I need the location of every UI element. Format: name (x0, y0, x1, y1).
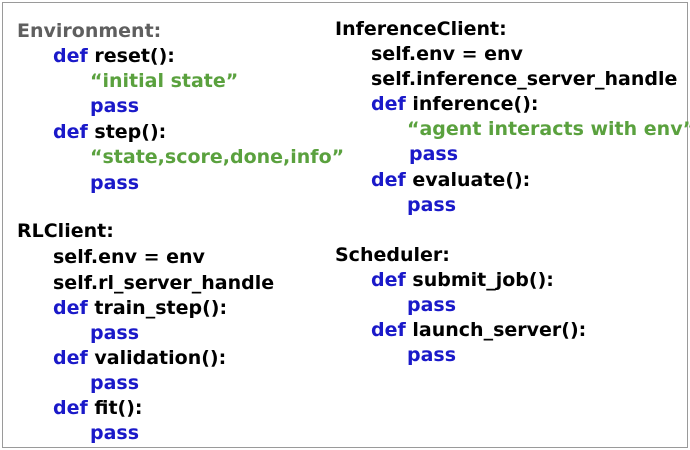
evaluate-pass: pass (407, 194, 457, 216)
step-pass: pass (90, 172, 140, 194)
train-step-pass: pass (90, 322, 140, 344)
reset-pass: pass (90, 95, 140, 117)
def-keyword: def (53, 347, 88, 369)
step-signature: step(): (94, 121, 167, 143)
train-step-method-line: def train_step(): (53, 296, 227, 320)
fit-method-line: def fit(): (53, 396, 143, 420)
rlclient-handle-line: self.rl_server_handle (53, 272, 275, 294)
submit-job-signature: submit_job(): (412, 269, 554, 291)
def-keyword: def (53, 397, 88, 419)
rlclient-env-line: self.env = env (53, 246, 205, 268)
train-step-signature: train_step(): (94, 297, 228, 319)
step-docstring: “state,score,done,info” (90, 146, 345, 168)
step-method-line: def step(): (53, 120, 166, 144)
reset-signature: reset(): (94, 45, 175, 67)
def-keyword: def (371, 93, 406, 115)
inference-method-line: def inference(): (371, 92, 538, 116)
def-keyword: def (53, 45, 88, 67)
evaluate-signature: evaluate(): (412, 169, 531, 191)
launch-server-signature: launch_server(): (412, 319, 587, 341)
reset-docstring: “initial state” (90, 70, 239, 92)
inferenceclient-env-line: self.env = env (371, 43, 523, 65)
submit-job-method-line: def submit_job(): (371, 268, 554, 292)
environment-header: Environment: (17, 20, 162, 42)
inferenceclient-header: InferenceClient: (335, 18, 507, 40)
def-keyword: def (53, 121, 88, 143)
launch-server-pass: pass (407, 344, 457, 366)
rlclient-header: RLClient: (17, 220, 114, 242)
def-keyword: def (371, 319, 406, 341)
fit-signature: fit(): (94, 397, 143, 419)
validation-pass: pass (90, 372, 140, 394)
launch-server-method-line: def launch_server(): (371, 318, 586, 342)
evaluate-method-line: def evaluate(): (371, 168, 530, 192)
inferenceclient-handle-line: self.inference_server_handle (371, 68, 678, 90)
def-keyword: def (371, 169, 406, 191)
validation-method-line: def validation(): (53, 346, 226, 370)
validation-signature: validation(): (94, 347, 227, 369)
inference-pass: pass (409, 143, 459, 165)
submit-job-pass: pass (407, 294, 457, 316)
fit-pass: pass (90, 422, 140, 444)
scheduler-header: Scheduler: (335, 244, 450, 266)
inference-docstring: “agent interacts with env” (407, 118, 690, 140)
def-keyword: def (53, 297, 88, 319)
def-keyword: def (371, 269, 406, 291)
reset-method-line: def reset(): (53, 44, 175, 68)
inference-signature: inference(): (412, 93, 539, 115)
